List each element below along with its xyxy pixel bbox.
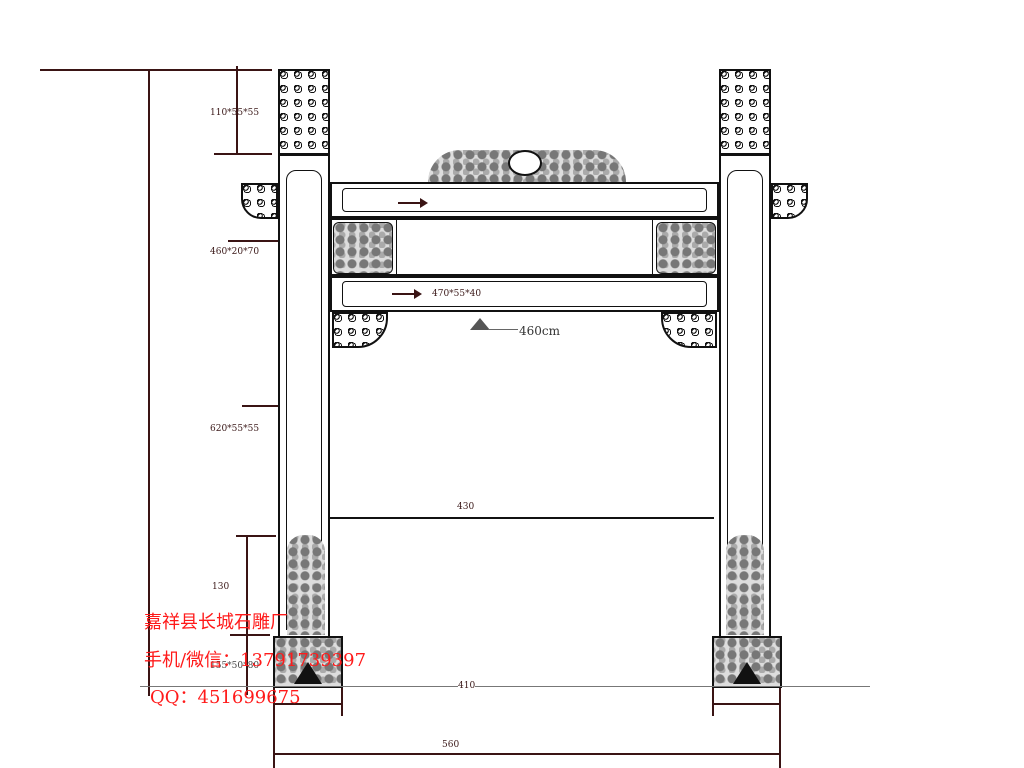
left-base-tick-2 (341, 688, 343, 716)
height-marker-line (488, 329, 518, 330)
right-base-peak-icon (733, 662, 761, 684)
right-guardian-lion (726, 535, 764, 635)
ground-line (140, 686, 870, 687)
base-span-label: 410 (458, 681, 476, 691)
pillar-cap-dimension-label: 110*55*55 (210, 108, 260, 118)
right-base-tick-2 (779, 688, 781, 716)
right-dragon-panel (656, 222, 716, 274)
overall-width-label: 560 (442, 740, 460, 750)
middle-beam-dimension-label: 460*20*70 (210, 247, 260, 257)
left-dragon-panel (333, 222, 393, 274)
cap-bottom-tick (214, 153, 272, 155)
inner-span-label: 430 (457, 502, 475, 512)
top-dimension-line (40, 69, 272, 71)
left-outer-bracket (241, 183, 278, 219)
base-top-tick (230, 634, 270, 636)
right-outer-bracket (771, 183, 808, 219)
top-beam-arrow (398, 198, 428, 208)
middle-beam-divider-left (396, 218, 397, 276)
right-base-tick-1 (712, 688, 714, 716)
right-base-width-line (714, 703, 779, 705)
phone-watermark: 手机/微信：13791739397 (144, 650, 367, 671)
pillar-dimension-label: 620*55*55 (210, 424, 260, 434)
left-base-tick-1 (273, 688, 275, 716)
top-beam-panel (342, 188, 707, 212)
height-marker-triangle-icon (470, 318, 490, 330)
left-base-peak-icon (294, 662, 322, 684)
lion-height-label: 130 (212, 582, 230, 592)
left-inner-bracket (332, 312, 388, 348)
overall-width-right-tick (779, 716, 781, 768)
lion-height-vertical (246, 535, 248, 695)
middle-beam-divider-right (652, 218, 653, 276)
company-name-watermark: 嘉祥县长城石雕厂 (144, 612, 288, 633)
cap-height-vertical (236, 66, 238, 154)
lion-top-tick (236, 535, 276, 537)
base-dimension-label: 155*50*80 (210, 661, 260, 671)
overall-width-left-tick (273, 716, 275, 768)
total-height-label: 460cm (519, 324, 561, 338)
left-base-width-line (275, 703, 341, 705)
middle-beam (330, 218, 719, 276)
qq-watermark: QQ：451699675 (150, 687, 301, 708)
left-pillar-cloud-cap (278, 69, 330, 155)
crest-pearl-icon (508, 150, 542, 176)
right-inner-bracket (661, 312, 717, 348)
left-guardian-lion (287, 535, 325, 635)
overall-height-vertical (148, 69, 150, 696)
overall-width-line (275, 753, 779, 755)
lower-beam-dimension-label: 470*55*40 (432, 289, 482, 299)
lower-beam-arrow (392, 289, 422, 299)
inner-span-line (330, 517, 714, 519)
right-pillar-cloud-cap (719, 69, 771, 155)
